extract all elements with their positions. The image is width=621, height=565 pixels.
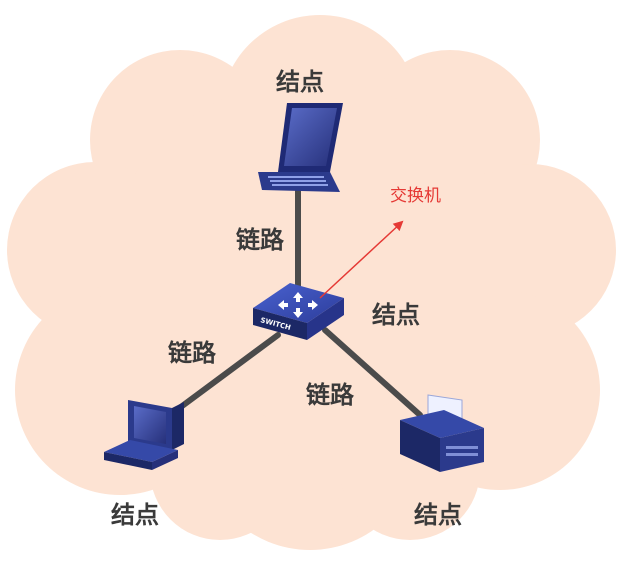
- link-label-left: 链路: [168, 339, 216, 367]
- node-label-center: 结点: [372, 301, 420, 329]
- switch-annotation-label: 交换机: [390, 186, 441, 206]
- link-label-right: 链路: [306, 381, 354, 409]
- link-line-left: [167, 332, 281, 418]
- network-links: [167, 185, 423, 418]
- link-line-right: [322, 327, 423, 418]
- laptop-icon: [258, 103, 343, 192]
- printer-icon: [400, 394, 484, 472]
- link-label-top: 链路: [236, 226, 284, 254]
- annotation-arrow: [319, 220, 404, 299]
- desktop-computer-icon: [104, 400, 184, 470]
- node-label-bottom-right: 结点: [414, 501, 462, 529]
- switch-icon: SWITCH: [253, 283, 344, 340]
- node-label-bottom-left: 结点: [111, 501, 159, 529]
- node-label-top: 结点: [276, 68, 324, 96]
